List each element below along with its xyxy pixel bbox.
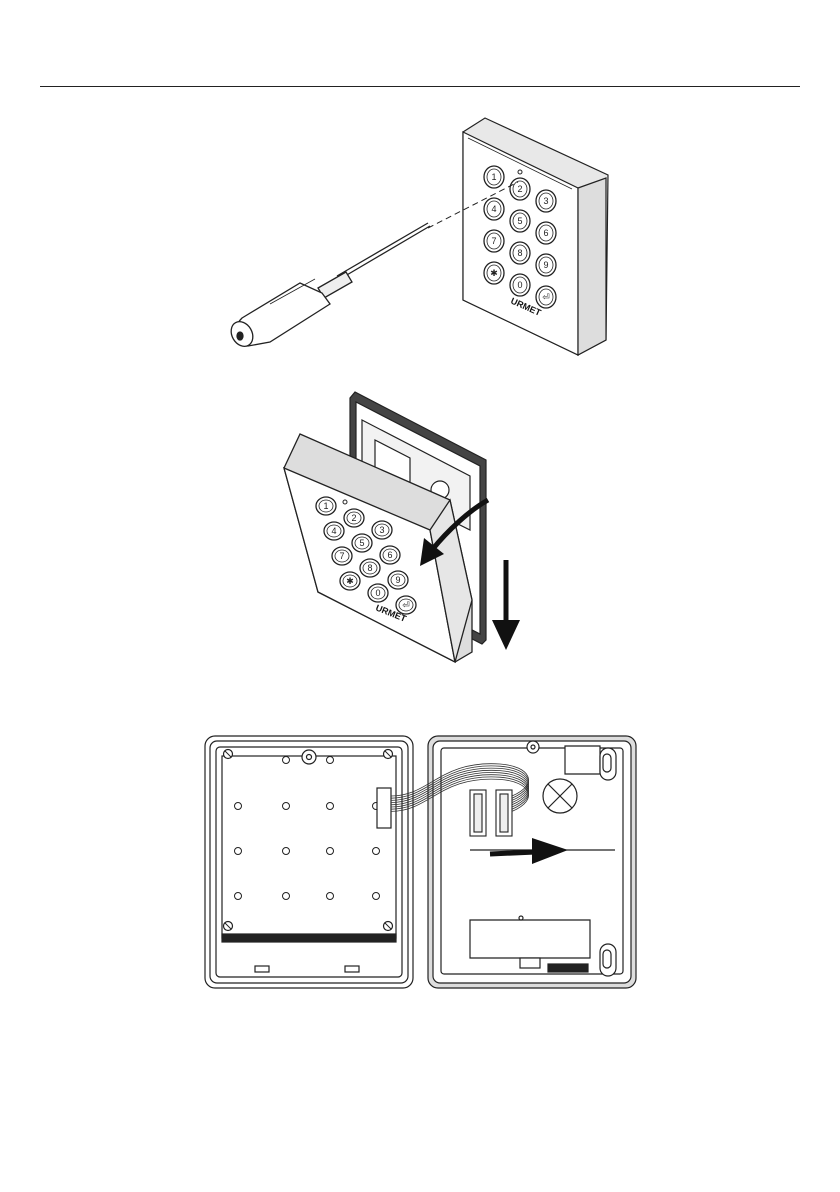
- key-label: 9: [543, 260, 548, 270]
- key-label: 1: [323, 501, 328, 511]
- key-6: 7: [484, 230, 504, 252]
- key-7: 8: [510, 242, 530, 264]
- screw-point: [283, 848, 290, 855]
- key-label: 1: [491, 172, 496, 182]
- key-label: 0: [517, 280, 522, 290]
- key-label: 4: [331, 526, 336, 536]
- key-label: 6: [387, 550, 392, 560]
- screw-point: [235, 803, 242, 810]
- key-5: 6: [380, 546, 400, 564]
- key-label: 2: [517, 184, 522, 194]
- key-label: 2: [351, 513, 356, 523]
- key-label: 0: [375, 588, 380, 598]
- key-label: 8: [517, 248, 522, 258]
- key-label: 9: [395, 575, 400, 585]
- key-label: 7: [339, 551, 344, 561]
- screw-point: [283, 803, 290, 810]
- keypad-connector: [377, 788, 391, 828]
- screwdriver-icon: [227, 223, 430, 350]
- key-label: 5: [359, 538, 364, 548]
- key-3: 4: [484, 198, 504, 220]
- key-label: 7: [491, 236, 496, 246]
- key-label: ⏎: [542, 292, 550, 302]
- led-indicator: [518, 170, 522, 174]
- key-label: 6: [543, 228, 548, 238]
- key-label: 3: [543, 196, 548, 206]
- key-6: 7: [332, 547, 352, 565]
- key-4: 5: [510, 210, 530, 232]
- screw-point: [235, 848, 242, 855]
- key-8: 9: [536, 254, 556, 276]
- key-7: 8: [360, 559, 380, 577]
- key-label: 5: [517, 216, 522, 226]
- key-3: 4: [324, 522, 344, 540]
- cover-interior: [205, 736, 413, 988]
- screw-point: [373, 893, 380, 900]
- led-indicator: [343, 500, 347, 504]
- screw-point: [327, 757, 334, 764]
- key-8: 9: [388, 571, 408, 589]
- key-2: 3: [372, 521, 392, 539]
- screw-point: [327, 848, 334, 855]
- key-1: 2: [510, 178, 530, 200]
- screw-point: [283, 757, 290, 764]
- key-label: 8: [367, 563, 372, 573]
- key-10: 0: [510, 274, 530, 296]
- figure-step-3: [0, 730, 840, 1000]
- key-11: ⏎: [536, 286, 556, 308]
- screw-point: [373, 848, 380, 855]
- key-label: ⏎: [402, 600, 410, 610]
- key-9: ✱: [340, 572, 360, 590]
- key-5: 6: [536, 222, 556, 244]
- key-4: 5: [352, 534, 372, 552]
- screw-point: [327, 803, 334, 810]
- screw-point: [327, 893, 334, 900]
- key-label: ✱: [490, 268, 498, 278]
- key-9: ✱: [484, 262, 504, 284]
- key-10: 0: [368, 584, 388, 602]
- key-1: 2: [344, 509, 364, 527]
- key-0: 1: [484, 166, 504, 188]
- key-0: 1: [316, 497, 336, 515]
- key-label: 3: [379, 525, 384, 535]
- screw-point: [283, 893, 290, 900]
- down-arrow-icon: [492, 560, 520, 650]
- screw-point: [235, 893, 242, 900]
- key-2: 3: [536, 190, 556, 212]
- key-label: ✱: [346, 576, 354, 586]
- key-label: 4: [491, 204, 496, 214]
